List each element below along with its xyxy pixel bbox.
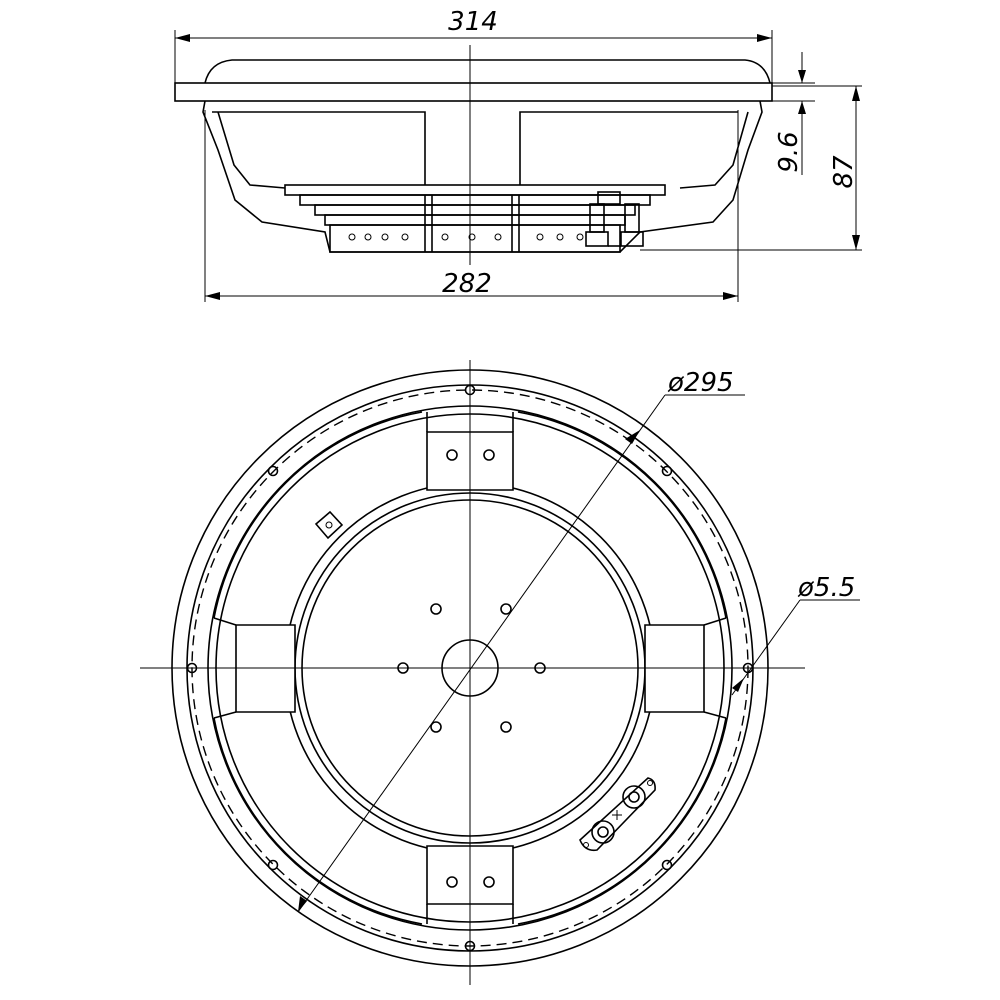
terminal-side <box>585 191 644 247</box>
dim-bolt-circle: ø295 <box>667 368 734 398</box>
terminal-block <box>579 777 656 852</box>
dim-flange-thickness: 9.6 <box>774 131 804 172</box>
front-view: ø295 ø5.5 <box>140 360 860 985</box>
dim-bottom-width: 282 <box>442 269 492 299</box>
dim-hole-diameter: ø5.5 <box>797 573 855 603</box>
side-view: 314 282 9.6 87 <box>174 7 862 302</box>
magnet-vent-holes <box>348 233 584 241</box>
dim-overall-width: 314 <box>448 7 498 37</box>
dim-overall-depth: 87 <box>829 155 859 189</box>
lead-tab <box>314 510 344 540</box>
